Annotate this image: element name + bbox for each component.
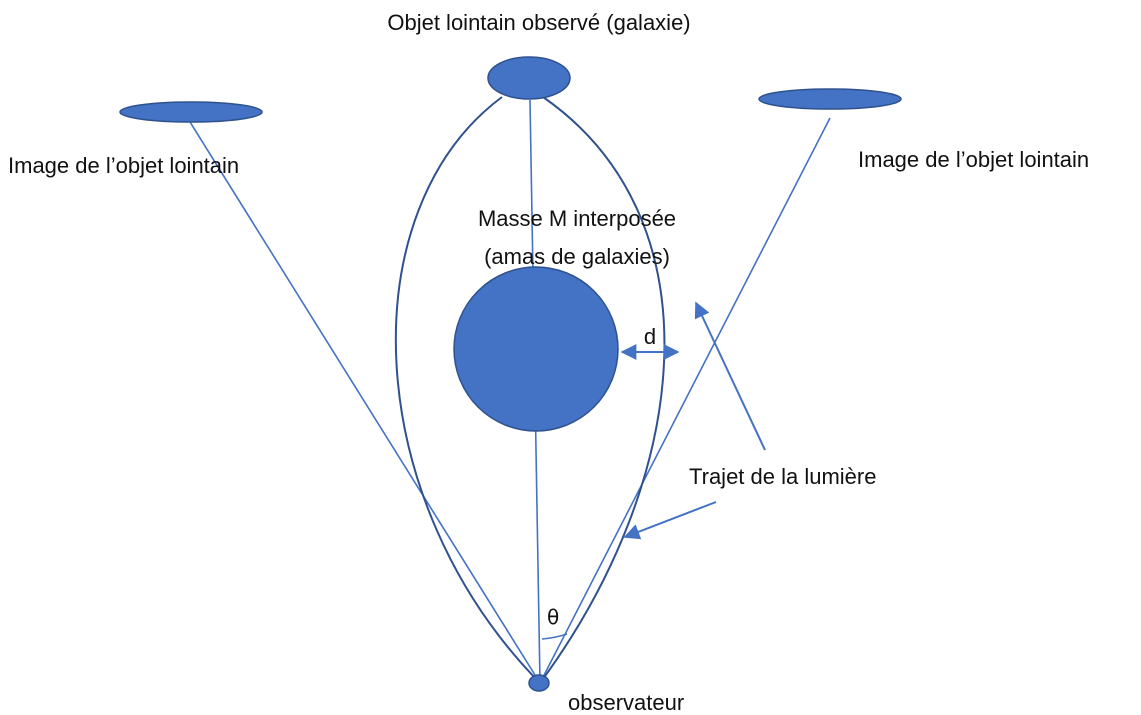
apparent-ray-right xyxy=(539,117,831,684)
image-left xyxy=(119,101,263,123)
image-left-label: Image de l’objet lointain xyxy=(8,153,239,178)
mass-label-line1: Masse M interposée xyxy=(478,206,676,231)
source-galaxy xyxy=(487,56,571,100)
mass-label-line2: (amas de galaxies) xyxy=(484,244,670,269)
light-path-label: Trajet de la lumière xyxy=(689,464,876,489)
light-path-left xyxy=(394,96,541,684)
angle-label: θ xyxy=(547,605,559,629)
light-path-right xyxy=(539,96,666,684)
distance-label: d xyxy=(644,324,656,349)
angle-arc xyxy=(541,633,568,640)
apparent-ray-left xyxy=(189,121,541,684)
observer-dot xyxy=(528,674,550,692)
source-label: Objet lointain observé (galaxie) xyxy=(387,10,690,35)
observer-label: observateur xyxy=(568,690,684,715)
image-right xyxy=(758,88,902,110)
pointer-arrow-upper xyxy=(694,301,766,451)
pointer-arrow-lower xyxy=(623,501,717,540)
interposed-mass xyxy=(453,266,619,432)
image-right-label: Image de l’objet lointain xyxy=(858,147,1089,172)
